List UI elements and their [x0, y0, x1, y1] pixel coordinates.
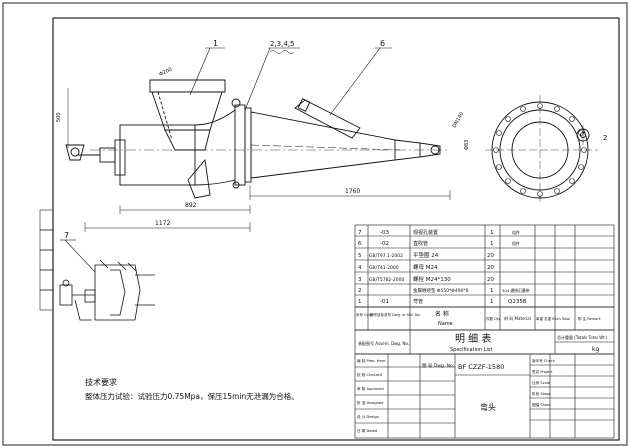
- tb-label-prep: 编 制 Prep. Here: [357, 358, 386, 363]
- spec-title-en: Specification List: [450, 347, 492, 353]
- row-1-no: 1: [358, 299, 362, 305]
- row-2-name: 金属缠绕垫 Φ550*Φ490*8: [413, 287, 469, 294]
- tb-label-sheet: 图幅 Sheet: [532, 402, 551, 407]
- row-4-no: 4: [358, 265, 362, 271]
- spec-title-cn: 明 细 表: [455, 332, 491, 345]
- hdr-code: 图号及标准号 Dwg. or Std. No.: [370, 312, 421, 317]
- row-5-code: GB/T97.1-2002: [369, 253, 403, 259]
- row-6-name: 直吹管: [413, 240, 428, 247]
- row-6-no: 6: [358, 241, 362, 247]
- dim-1760: 1760: [345, 188, 360, 195]
- row-4-qty: 20: [487, 265, 494, 271]
- row-3-code: GB/T5782-2000: [369, 277, 405, 283]
- hdr-weight: 单重 总重 Each Total: [536, 316, 570, 321]
- parts-list-rows: 7 -03 观视孔装置 1 组件 6 -02 直吹管 1 组件 5 GB/T97…: [358, 229, 530, 305]
- balloon-7: 7: [64, 231, 69, 240]
- row-7-name: 观视孔装置: [413, 229, 438, 236]
- title-block-grid: [354, 353, 615, 439]
- binding-margin: [39, 209, 54, 311]
- hdr-name-en: Name: [438, 321, 453, 327]
- tb-dwg-no: BF CZZF-1580: [458, 363, 504, 371]
- dim-892: 892: [185, 202, 197, 209]
- balloon-6: 6: [380, 39, 385, 48]
- leader-lines: [60, 47, 392, 273]
- spec-unit: kg: [592, 346, 599, 353]
- spec-assem-label: 装配图号 Assem. Dwg. No.: [358, 340, 409, 346]
- tb-label-project: 签名 Project: [532, 369, 553, 374]
- tb-dwg-label: 图 号 Dwg. No.: [422, 363, 454, 369]
- tb-label-scale: 比例 Scale: [532, 380, 551, 385]
- balloon-2-5-wave: [269, 50, 295, 54]
- tb-part-name: 弯头: [480, 402, 496, 412]
- row-7-no: 7: [358, 230, 362, 236]
- tb-label-checked: 校 核 Checked: [357, 372, 382, 377]
- row-1-name: 弯管: [413, 298, 423, 305]
- row-2-no: 2: [358, 288, 362, 294]
- row-3-name: 螺栓 M24*130: [413, 275, 451, 283]
- title-block-right-labels: 版本号 Check 签名 Project 比例 Scale 阶段 Stage 图…: [532, 358, 556, 407]
- balloon-2-5: 2,3,4,5: [270, 40, 295, 48]
- row-3-no: 3: [358, 277, 362, 283]
- dim-dn140: DN140: [452, 111, 466, 129]
- row-5-no: 5: [358, 253, 362, 259]
- row-2-qty: 1: [490, 288, 494, 294]
- notes-heading: 技术要求: [85, 377, 117, 387]
- flange-end-view: [485, 95, 598, 205]
- row-1-code: -01: [380, 299, 389, 305]
- row-4-code: GB/T41-2000: [369, 265, 399, 271]
- notes-line-1: 整体压力试验：试验压力0.75Mpa，保压15min无泄漏为合格。: [85, 391, 299, 401]
- row-4-name: 螺母 M24: [413, 263, 438, 271]
- dim-phi83: Φ83: [464, 140, 470, 150]
- detail-7-view: [59, 259, 155, 321]
- dimension-lines: [84, 185, 451, 232]
- row-5-name: 平垫圈 24: [413, 251, 439, 259]
- parts-list-header: 序号 Code 图号及标准号 Dwg. or Std. No. 名 称 Name…: [356, 310, 602, 327]
- main-elbow-view: [65, 79, 450, 199]
- hdr-name-cn: 名 称: [435, 310, 449, 318]
- row-6-code: -02: [380, 241, 389, 247]
- tb-label-dated: 日 期 Dated: [357, 428, 377, 433]
- row-7-mat: 组件: [512, 229, 520, 235]
- row-5-qty: 20: [487, 253, 494, 259]
- dim-500: 500: [56, 112, 62, 122]
- row-6-mat: 组件: [512, 240, 520, 246]
- balloon-1: 1: [213, 39, 218, 48]
- tb-label-designed: 批 准 Designed: [357, 400, 383, 405]
- tb-label-check: 版本号 Check: [532, 358, 556, 363]
- row-1-qty: 1: [490, 299, 494, 305]
- dim-side-2: 2: [603, 134, 607, 142]
- hdr-no: 序号 Code: [356, 312, 373, 317]
- row-1-mat: Q235B: [508, 299, 527, 305]
- spec-weight-label: 总计重量 (Totals Total Wt.): [557, 334, 608, 340]
- hdr-material: 材 料 Material: [504, 315, 531, 321]
- dim-1172: 1172: [155, 220, 170, 227]
- row-7-code: -03: [380, 230, 389, 236]
- row-2-mat: 304 缠绕石墨带: [502, 288, 530, 293]
- tb-label-approved: 审 核 Approved: [357, 386, 384, 391]
- hdr-qty: 件数 Qty.: [486, 316, 501, 321]
- row-6-qty: 1: [490, 241, 494, 247]
- title-block-left-labels: 编 制 Prep. Here 校 核 Checked 审 核 Approved …: [357, 358, 386, 433]
- row-7-qty: 1: [490, 230, 494, 236]
- dim-phi200: Φ200: [158, 67, 173, 78]
- hdr-remark: 附 注 Remark: [578, 316, 602, 321]
- inner-frame: [52, 17, 620, 441]
- row-3-qty: 20: [487, 277, 494, 283]
- tb-label-design: 设 计 Design: [357, 414, 379, 419]
- tb-label-stage: 阶段 Stage: [532, 391, 552, 396]
